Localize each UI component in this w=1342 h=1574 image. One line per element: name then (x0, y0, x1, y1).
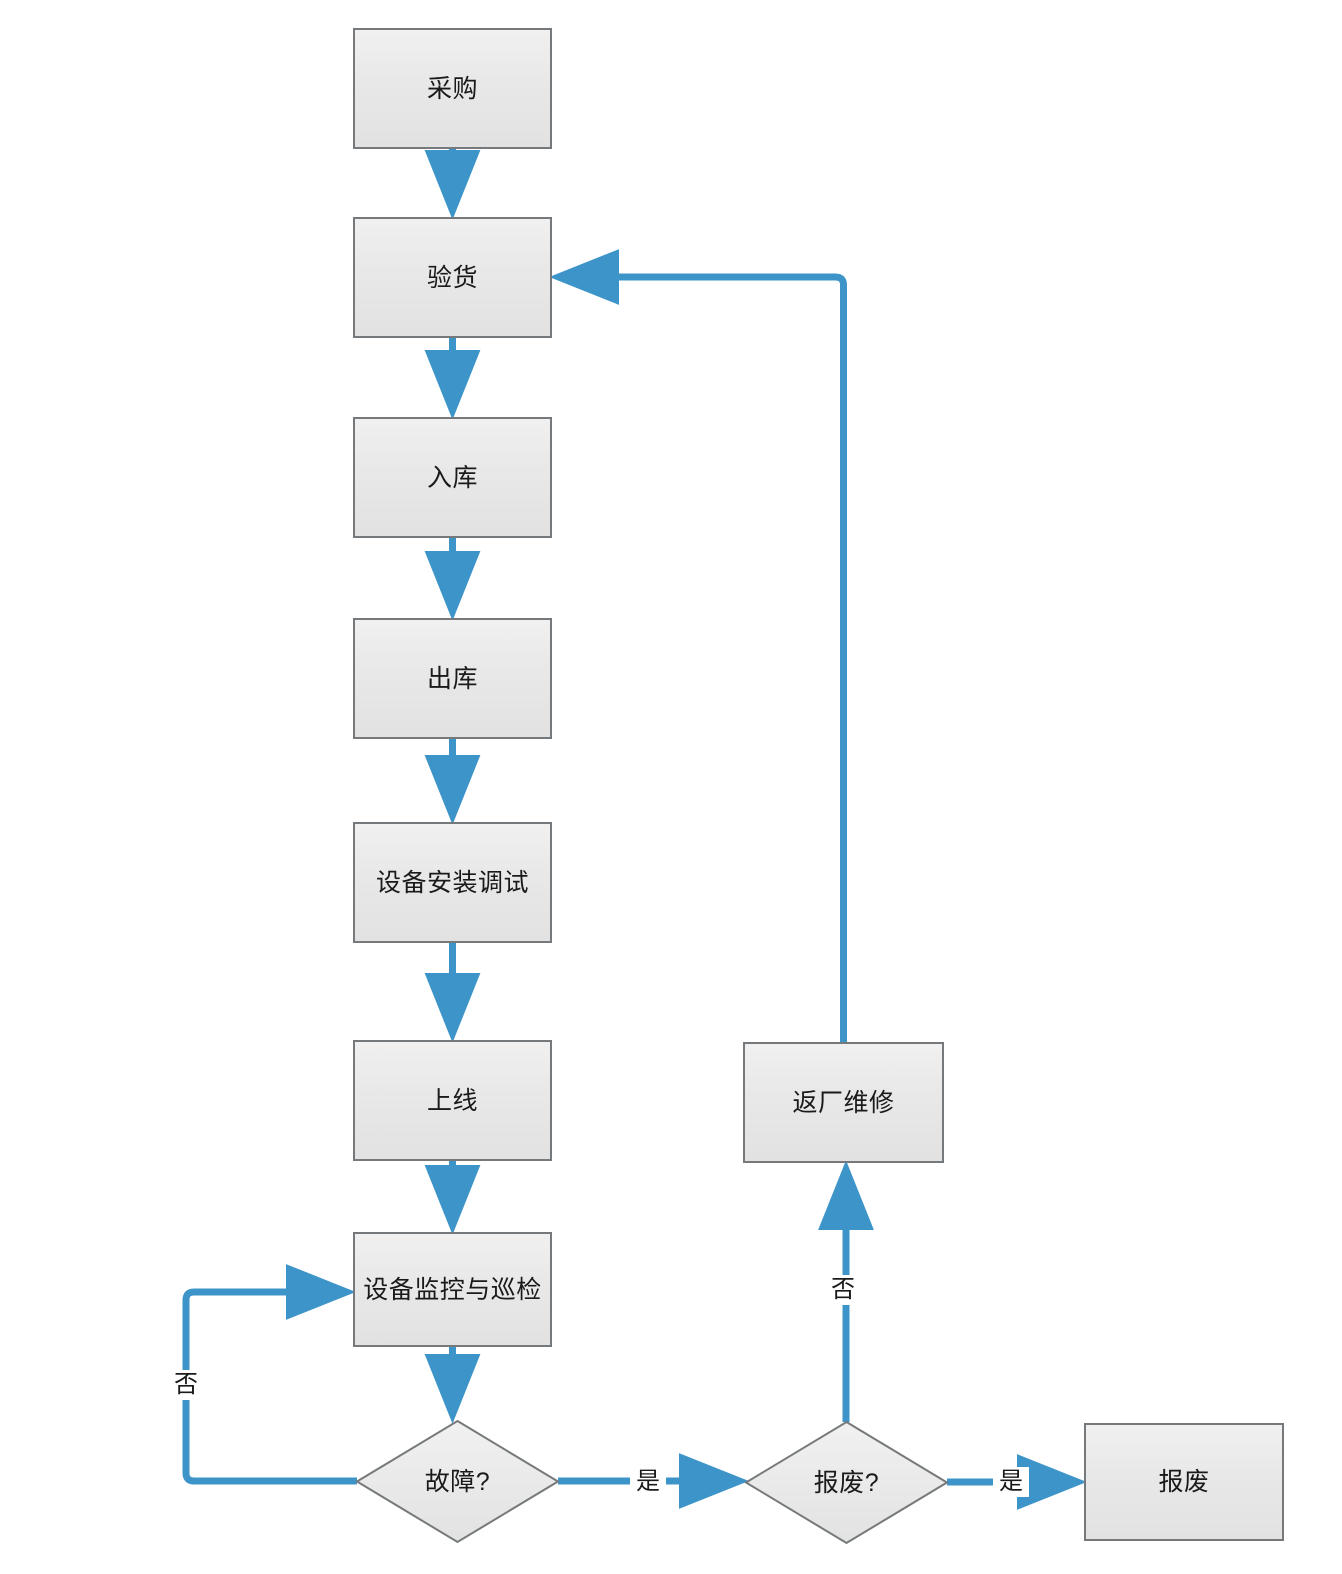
edge-label-baofei-yes: 是 (993, 1467, 1029, 1497)
node-caigou[interactable]: 采购 (353, 28, 552, 149)
node-fanchang-weixiu[interactable]: 返厂维修 (743, 1042, 944, 1163)
node-baofei[interactable]: 报废 (1084, 1423, 1284, 1541)
node-chuku[interactable]: 出库 (353, 618, 552, 739)
node-caigou-label: 采购 (426, 74, 478, 103)
node-shangxian-label: 上线 (426, 1086, 478, 1115)
node-baofei-question[interactable]: 报废? (746, 1422, 947, 1543)
node-yanhuo[interactable]: 验货 (353, 217, 552, 338)
node-yanhuo-label: 验货 (426, 263, 478, 292)
node-guzhang-question[interactable]: 故障? (357, 1421, 558, 1542)
node-shebei-anzhuang-tiaoshi-label: 设备安装调试 (375, 868, 529, 897)
node-guzhang-question-label: 故障? (424, 1467, 491, 1496)
node-shangxian[interactable]: 上线 (353, 1040, 552, 1161)
node-shebei-jiankong-xunjian-label: 设备监控与巡检 (363, 1275, 542, 1304)
node-shebei-anzhuang-tiaoshi[interactable]: 设备安装调试 (353, 822, 552, 943)
edge-label-baofei-no: 否 (825, 1275, 861, 1305)
edge-label-guzhang-yes: 是 (630, 1467, 666, 1497)
edge-guzhang-no-to-jiankong (182, 1264, 357, 1485)
edge-label-guzhang-no: 否 (168, 1370, 204, 1400)
node-ruku-label: 入库 (426, 463, 478, 492)
node-chuku-label: 出库 (426, 664, 478, 693)
node-baofei-label: 报废 (1158, 1468, 1210, 1496)
edge-weixiu-to-yanhuo (549, 249, 847, 1042)
node-fanchang-weixiu-label: 返厂维修 (792, 1088, 895, 1117)
node-baofei-question-label: 报废? (813, 1468, 880, 1497)
node-ruku[interactable]: 入库 (353, 417, 552, 538)
node-shebei-jiankong-xunjian[interactable]: 设备监控与巡检 (353, 1232, 552, 1347)
